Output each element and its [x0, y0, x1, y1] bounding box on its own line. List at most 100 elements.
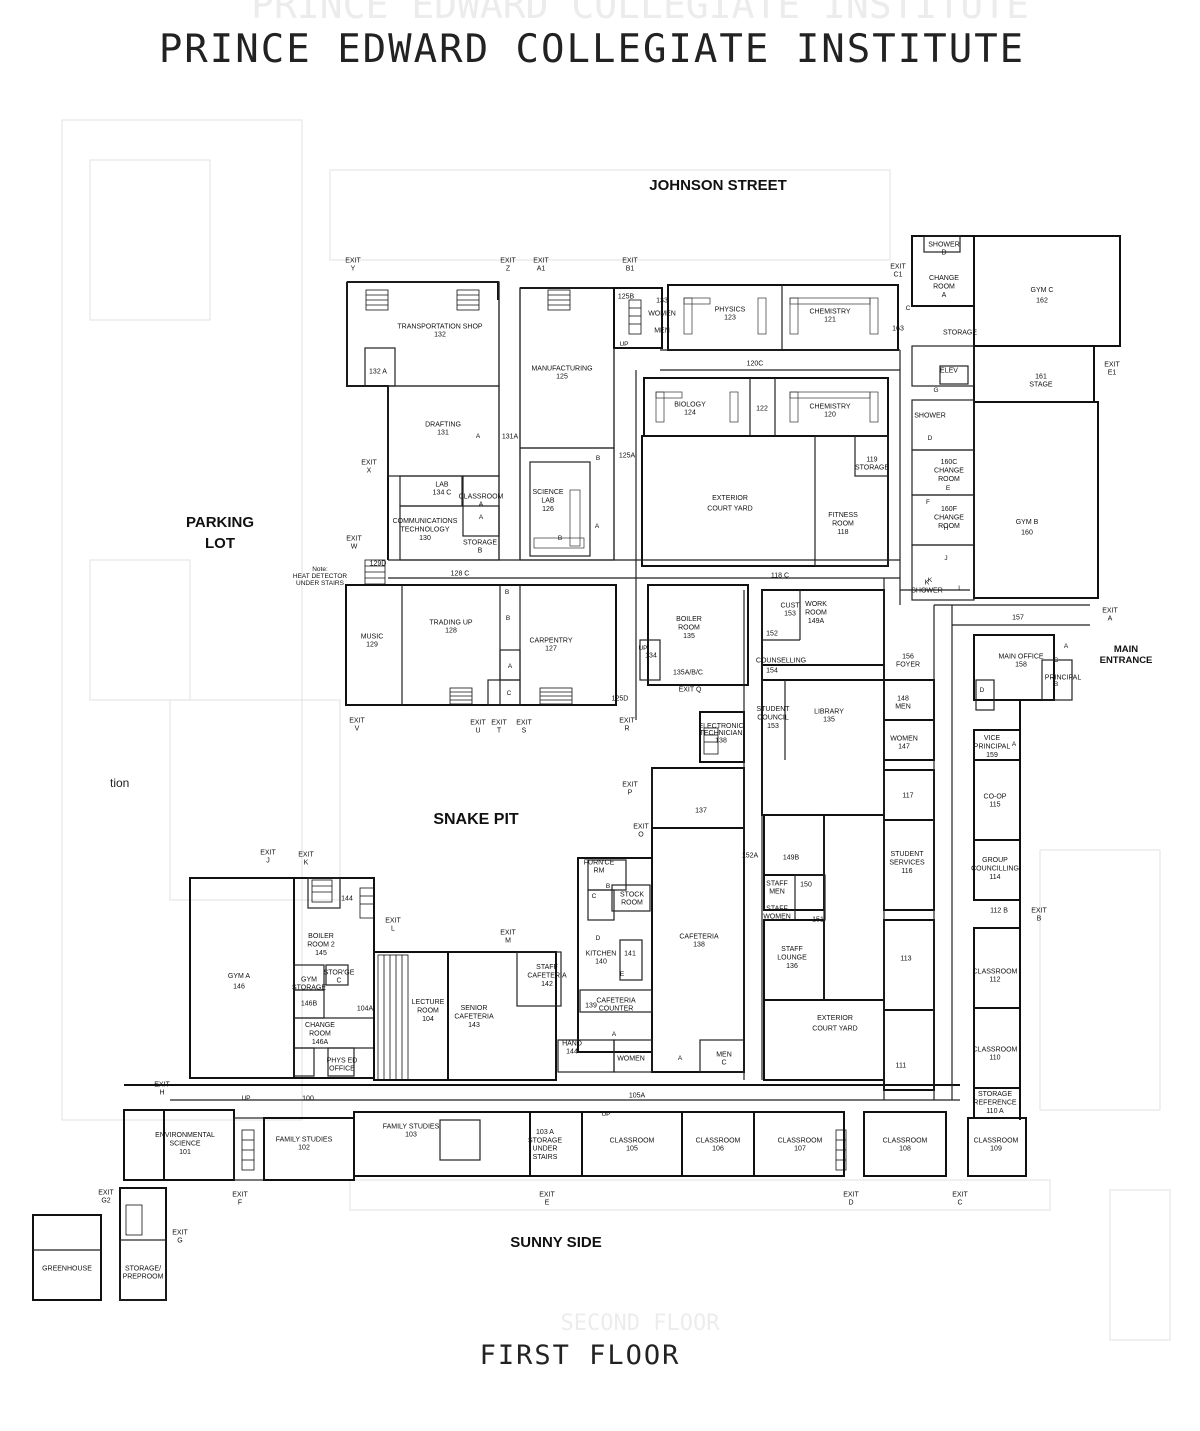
door-marker-15: J: [944, 555, 947, 562]
room-label-84: 111: [896, 1062, 907, 1069]
room-label-59: PRINCIPAL: [1045, 674, 1082, 681]
lab-benches: [533, 297, 879, 549]
room-label-63: 137: [695, 807, 707, 814]
door-marker-16: K: [928, 577, 933, 584]
room-label-87: 144: [341, 895, 353, 902]
sunny-side-label: SUNNY SIDE: [510, 1234, 601, 1251]
room-label-91: 146B: [301, 1000, 318, 1007]
door-marker-21: D: [980, 687, 985, 694]
main-entrance-label-2: ENTRANCE: [1100, 655, 1153, 666]
door-marker-18: A: [1064, 643, 1069, 650]
room-label-26: 129D: [370, 560, 387, 567]
room-label-14: MEN: [654, 327, 670, 334]
room-label-64: 152A: [742, 852, 759, 859]
parking-lot-label-2: LOT: [205, 535, 235, 552]
door-marker-11: E: [946, 485, 951, 492]
door-marker-22: A: [1012, 741, 1017, 748]
door-marker-13: G: [933, 387, 938, 394]
room-label-49: ELEV: [940, 367, 958, 374]
building-walls: [32, 235, 1121, 1301]
street-label: JOHNSON STREET: [649, 177, 787, 194]
stairs: [125, 289, 847, 1236]
room-label-73: 112 B: [990, 907, 1008, 914]
door-marker-3: A: [595, 523, 600, 530]
room-label-81: 113: [900, 955, 911, 962]
door-marker-20: C: [1054, 657, 1059, 664]
room-label-47: STORAGE: [943, 329, 977, 336]
room-label-36: 152: [766, 630, 778, 637]
room-label-11: 125B: [618, 293, 635, 300]
main-entrance-label-1: MAIN: [1114, 644, 1138, 655]
door-marker-30: UP: [638, 645, 647, 652]
door-marker-0: A: [476, 433, 481, 440]
door-marker-27: A: [612, 1031, 617, 1038]
room-label-48: 163: [892, 325, 904, 332]
door-marker-9: C: [906, 305, 911, 312]
door-marker-2: B: [596, 455, 600, 462]
snake-pit-label: SNAKE PIT: [433, 811, 519, 828]
door-marker-17: L: [958, 585, 962, 592]
room-label-100: WOMEN: [617, 1055, 645, 1062]
room-label-103: 100: [302, 1095, 314, 1102]
